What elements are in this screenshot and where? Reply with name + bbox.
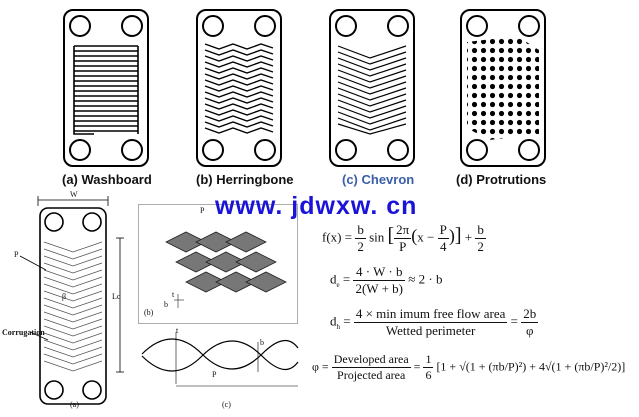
eq-fx-frac2: 2π P xyxy=(394,222,412,255)
label-length: Lc xyxy=(112,292,121,301)
label-corrugation: Corrugation xyxy=(2,328,45,337)
eq-fx-lhs: f(x) = xyxy=(322,229,356,245)
plate-protrusions xyxy=(460,9,546,167)
label-panel-c: (c) xyxy=(222,400,231,409)
plate-washboard xyxy=(63,9,149,167)
equation-de: de = 4 · W · b 2(W + b) ≈ 2 · b xyxy=(330,264,442,297)
eq-dh-eq: = xyxy=(340,313,354,329)
eq-fx-sin: sin xyxy=(369,229,385,245)
eq-phi-frac: Developed area Projected area xyxy=(331,352,411,383)
equation-fx: f(x) = b 2 sin [ 2π P (x − P 4 )] + b 2 xyxy=(322,222,486,255)
caption-washboard: (a) Washboard xyxy=(62,172,152,187)
label-panel-a: (a) xyxy=(70,400,79,409)
plate-dimension-sketch xyxy=(19,196,124,405)
eq-phi-den: Projected area xyxy=(337,368,406,382)
eq-dh-num: 4 × min imum free flow area xyxy=(353,306,508,323)
eq-phi-lhs: φ = xyxy=(312,359,332,374)
label-width: W xyxy=(70,190,78,199)
eq-phi-num: Developed area xyxy=(331,352,411,368)
eq-fx-frac3-num: P xyxy=(437,222,449,239)
eq-fx-frac2-num: 2π xyxy=(394,222,412,239)
eq-de-den: 2(W + b) xyxy=(355,281,403,296)
eq-dh-sub: h xyxy=(336,323,341,332)
eq-de-num: 4 · W · b xyxy=(353,264,405,281)
plate-chevron xyxy=(329,9,415,167)
eq-de-sub: e xyxy=(336,281,340,290)
eq-fx-frac4-num: b xyxy=(475,222,486,239)
eq-dh-num2: 2b xyxy=(521,306,539,323)
plates-illustration xyxy=(63,9,546,167)
equation-dh: dh = 4 × min imum free flow area Wetted … xyxy=(330,306,539,339)
eq-fx-frac2-den: P xyxy=(399,239,407,254)
eq-phi-c: 1 6 xyxy=(423,352,434,383)
eq-fx-plus: + xyxy=(464,229,473,245)
eq-phi-eq: = xyxy=(413,359,424,374)
eq-fx-frac1-den: 2 xyxy=(357,239,364,254)
label-p-profile: P xyxy=(212,370,217,379)
eq-phi-body: [1 + √(1 + (πb/P)²) + 4√(1 + (πb/P)²/2)] xyxy=(436,359,626,374)
label-p-small: P xyxy=(200,206,205,215)
eq-fx-x: x − xyxy=(417,229,435,245)
sinusoidal-profile xyxy=(141,332,299,387)
eq-fx-frac3: P 4 xyxy=(437,222,449,255)
label-beta: β xyxy=(62,292,67,301)
label-t-profile: t xyxy=(176,326,179,335)
corrugation-3d-sketch xyxy=(138,204,298,324)
caption-herringbone: (b) Herringbone xyxy=(196,172,294,187)
eq-phi-c-num: 1 xyxy=(423,352,434,368)
label-panel-b: (b) xyxy=(144,308,154,317)
label-b-3d: b xyxy=(164,300,168,309)
eq-dh-den2: φ xyxy=(525,323,534,338)
label-pitch: P xyxy=(14,250,19,259)
eq-fx-frac1: b 2 xyxy=(355,222,366,255)
eq-fx-frac1-num: b xyxy=(355,222,366,239)
eq-de-eq: = xyxy=(339,271,354,287)
eq-de-lhs: d xyxy=(330,271,337,287)
label-t-3d: t xyxy=(172,290,175,299)
caption-protrusions: (d) Protrutions xyxy=(456,172,547,187)
eq-dh-lhs: d xyxy=(330,313,337,329)
eq-de-frac: 4 · W · b 2(W + b) xyxy=(353,264,405,297)
eq-dh-frac2: 2b φ xyxy=(521,306,539,339)
eq-dh-den: Wetted perimeter xyxy=(385,323,476,338)
caption-chevron: (c) Chevron xyxy=(342,172,415,187)
plate-herringbone xyxy=(196,9,282,167)
eq-fx-frac4: b 2 xyxy=(475,222,486,255)
equation-phi: φ = Developed area Projected area = 1 6 … xyxy=(312,352,625,383)
watermark: www. jdwxw. cn xyxy=(215,192,418,220)
eq-fx-frac4-den: 2 xyxy=(477,239,484,254)
eq-de-approx: ≈ 2 · b xyxy=(408,271,443,287)
eq-phi-c-den: 6 xyxy=(425,368,432,382)
eq-dh-frac: 4 × min imum free flow area Wetted perim… xyxy=(353,306,508,339)
label-b-profile: b xyxy=(260,338,264,347)
eq-fx-frac3-den: 4 xyxy=(439,239,447,254)
eq-dh-eq2: = xyxy=(510,313,522,329)
